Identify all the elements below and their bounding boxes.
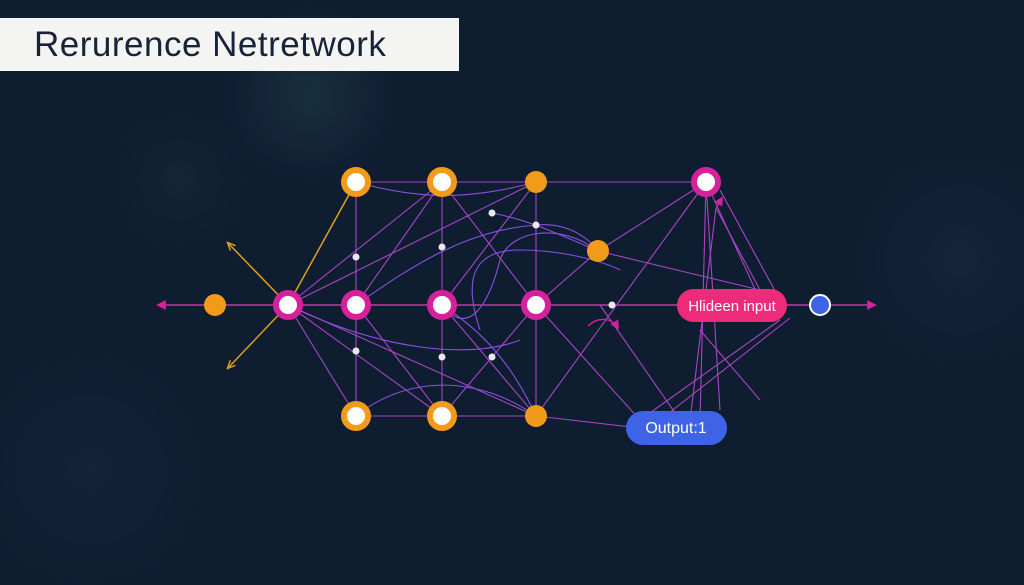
node-magenta-ring — [521, 290, 551, 320]
output-label: Output:1 — [626, 411, 727, 445]
junction-dot — [532, 221, 540, 229]
blue-output-node — [809, 294, 831, 316]
node-magenta-ring — [341, 290, 371, 320]
junction-dot — [608, 301, 616, 309]
junction-dot — [352, 253, 360, 261]
orange-ring-nodes — [341, 167, 457, 431]
small-loop-arrow — [587, 196, 723, 330]
node-orange-ring — [427, 167, 457, 197]
magenta-ring-nodes — [273, 167, 721, 320]
node-magenta-ring — [691, 167, 721, 197]
node-magenta-ring — [273, 290, 303, 320]
junction-dot — [438, 243, 446, 251]
node-orange-solid — [587, 240, 609, 262]
output-text: Output:1 — [645, 420, 706, 437]
junction-dots — [352, 209, 616, 361]
node-orange-ring — [427, 401, 457, 431]
junction-dot — [438, 353, 446, 361]
node-orange-ring — [341, 167, 371, 197]
hidden-input-text: Hlideen input — [688, 298, 776, 315]
page-title: Rerurence Netretwork — [34, 24, 387, 64]
junction-dot — [488, 209, 496, 217]
junction-dot — [488, 353, 496, 361]
node-orange-solid — [204, 294, 226, 316]
orange-solid-nodes — [204, 171, 609, 427]
node-magenta-ring — [427, 290, 457, 320]
hidden-input-label: Hlideen input — [677, 289, 787, 322]
junction-dot — [352, 347, 360, 355]
node-orange-ring — [341, 401, 371, 431]
title-banner: Rerurence Netretwork — [0, 18, 459, 71]
node-orange-solid — [525, 171, 547, 193]
node-orange-solid — [525, 405, 547, 427]
